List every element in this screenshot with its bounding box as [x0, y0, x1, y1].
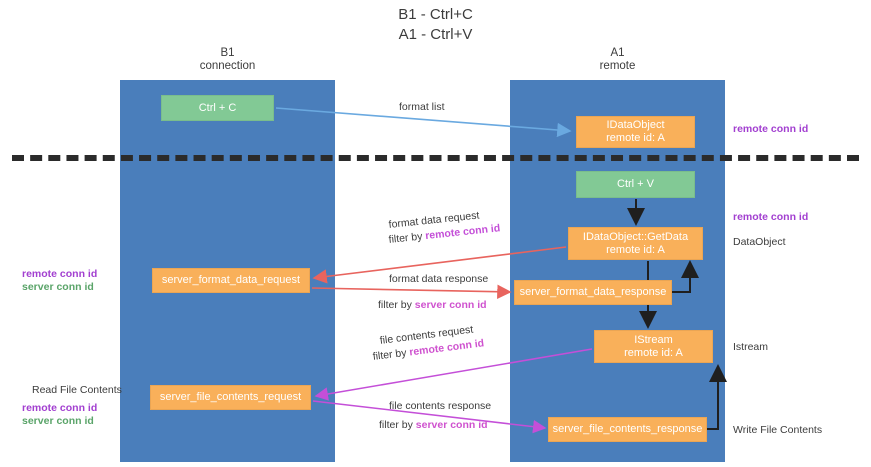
node-ctrl-c[interactable]: Ctrl + C [161, 95, 274, 121]
filter-key-server-conn-id: server conn id [415, 419, 488, 431]
page-title: B1 - Ctrl+C A1 - Ctrl+V [0, 5, 871, 45]
node-idataobject[interactable]: IDataObject remote id: A [576, 116, 695, 148]
node-server-format-data-request[interactable]: server_format_data_request [152, 268, 310, 293]
node-server-file-contents-request[interactable]: server_file_contents_request [150, 385, 311, 410]
node-server-file-contents-response-label: server_file_contents_response [552, 423, 703, 435]
node-server-format-data-response[interactable]: server_format_data_response [514, 280, 672, 305]
node-idataobject-line2: remote id: A [606, 132, 665, 144]
annotation-right-remote-conn-id-top: remote conn id [733, 123, 808, 136]
section-divider [12, 155, 859, 161]
annotation-text: remote conn id [733, 211, 809, 223]
annotation-right-istream: Istream [733, 341, 768, 354]
title-line-2: A1 - Ctrl+V [398, 26, 473, 43]
filter-prefix: filter by [378, 299, 415, 311]
edge-label-format-data-response: format data response [389, 273, 489, 285]
node-istream-line2: remote id: A [624, 346, 683, 359]
annotation-text: Write File Contents [733, 424, 823, 436]
swimlane-header-a1-sub: remote [599, 60, 636, 72]
node-idataobject-getdata[interactable]: IDataObject::GetData remote id: A [568, 227, 703, 260]
annotation-text: Read File Contents [32, 384, 122, 396]
annotation-left-conn-ids-bottom: remote conn id server conn id [22, 402, 97, 428]
annotation-server-conn-id: server conn id [22, 281, 94, 293]
annotation-left-conn-ids-top: remote conn id server conn id [22, 268, 97, 294]
annotation-remote-conn-id: remote conn id [22, 402, 98, 414]
node-ctrl-c-label: Ctrl + C [198, 101, 237, 114]
annotation-remote-conn-id: remote conn id [22, 268, 98, 280]
node-istream[interactable]: IStream remote id: A [594, 330, 713, 363]
annotation-left-read-file-contents: Read File Contents [32, 384, 122, 397]
filter-prefix: filter by [379, 419, 416, 431]
annotation-right-remote-conn-id-mid: remote conn id [733, 211, 808, 224]
node-server-file-contents-response[interactable]: server_file_contents_response [548, 417, 707, 442]
annotation-right-write-file-contents: Write File Contents [733, 424, 822, 437]
node-server-format-data-response-label: server_format_data_response [519, 286, 667, 298]
node-idataobject-line1: IDataObject [606, 119, 665, 131]
node-istream-line1: IStream [634, 333, 673, 346]
filter-prefix: filter by [388, 230, 426, 246]
swimlane-header-a1-name: A1 [610, 47, 625, 59]
node-server-file-contents-request-label: server_file_contents_request [159, 391, 302, 403]
node-server-format-data-request-label: server_format_data_request [161, 274, 301, 286]
swimlane-header-b1: B1 connection [120, 47, 335, 73]
edge-label-file-contents-response-filter: filter by server conn id [379, 418, 488, 432]
annotation-right-dataobject: DataObject [733, 236, 786, 249]
annotation-text: Istream [733, 341, 769, 353]
node-getdata-line2: remote id: A [606, 243, 665, 256]
swimlane-header-b1-sub: connection [199, 60, 256, 72]
filter-key-server-conn-id: server conn id [414, 299, 487, 311]
swimlane-header-a1: A1 remote [510, 47, 725, 73]
annotation-server-conn-id: server conn id [22, 415, 94, 427]
annotation-text: remote conn id [733, 123, 809, 135]
swimlane-header-b1-name: B1 [220, 47, 235, 59]
node-ctrl-v-label: Ctrl + V [617, 178, 654, 190]
filter-prefix: filter by [372, 346, 411, 363]
title-line-1: B1 - Ctrl+C [398, 6, 473, 23]
edge-label-file-contents-response: file contents response [389, 400, 492, 412]
annotation-text: DataObject [733, 236, 786, 248]
edge-label-format-data-response-filter: filter by server conn id [378, 298, 487, 312]
node-getdata-line1: IDataObject::GetData [582, 230, 689, 243]
edge-label-format-list: format list [399, 101, 445, 113]
node-ctrl-v[interactable]: Ctrl + V [576, 171, 695, 198]
